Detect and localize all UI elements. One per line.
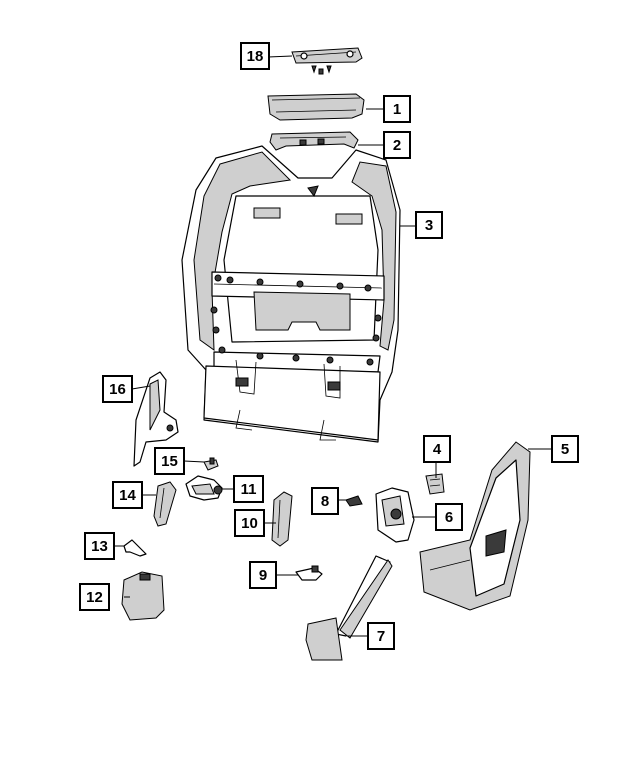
callout-8-label: 8 bbox=[321, 493, 329, 510]
callout-5-label: 5 bbox=[561, 441, 569, 458]
callout-3-label: 3 bbox=[425, 217, 433, 234]
callout-18: 18 bbox=[240, 42, 270, 70]
callout-7: 7 bbox=[367, 622, 395, 650]
part-11-recline-mechanism bbox=[185, 475, 223, 501]
callout-14-label: 14 bbox=[119, 487, 136, 504]
callout-4: 4 bbox=[423, 435, 451, 463]
callout-11: 11 bbox=[233, 475, 264, 503]
callout-15-label: 15 bbox=[161, 453, 178, 470]
part-3-seat-back-panel bbox=[181, 145, 401, 443]
callout-16-label: 16 bbox=[109, 381, 126, 398]
callout-12: 12 bbox=[79, 583, 110, 611]
part-8-clip bbox=[345, 495, 363, 507]
leader-lines bbox=[114, 55, 552, 637]
part-13-small-clip bbox=[123, 539, 147, 557]
part-5-side-shield bbox=[419, 441, 531, 611]
callout-6-label: 6 bbox=[445, 509, 453, 526]
callout-1-label: 1 bbox=[393, 101, 401, 118]
part-6-recliner-bracket bbox=[375, 487, 415, 543]
callout-10: 10 bbox=[234, 509, 265, 537]
part-12-lower-cover bbox=[121, 571, 165, 621]
callout-2-label: 2 bbox=[393, 137, 401, 154]
part-10-handle bbox=[271, 491, 293, 547]
callout-5: 5 bbox=[551, 435, 579, 463]
callout-8: 8 bbox=[311, 487, 339, 515]
callout-4-label: 4 bbox=[433, 441, 442, 458]
part-9-clip bbox=[295, 565, 323, 581]
callout-9: 9 bbox=[249, 561, 277, 589]
callout-9-label: 9 bbox=[259, 567, 267, 584]
callout-3: 3 bbox=[415, 211, 443, 239]
part-7-lower-trim bbox=[305, 555, 393, 661]
callout-12-label: 12 bbox=[86, 589, 103, 606]
callout-13: 13 bbox=[84, 532, 115, 560]
callout-13-label: 13 bbox=[91, 538, 108, 555]
callout-15: 15 bbox=[154, 447, 185, 475]
part-16-side-bracket bbox=[133, 371, 179, 467]
callout-11-label: 11 bbox=[241, 481, 257, 498]
callout-2: 2 bbox=[383, 131, 411, 159]
part-15-clip bbox=[203, 457, 219, 471]
callout-6: 6 bbox=[435, 503, 463, 531]
callout-10-label: 10 bbox=[241, 515, 258, 532]
callout-14: 14 bbox=[112, 481, 143, 509]
callout-7-label: 7 bbox=[377, 628, 385, 645]
part-18-headrest-guide bbox=[291, 47, 363, 75]
callout-1: 1 bbox=[383, 95, 411, 123]
part-2-upper-bracket bbox=[269, 131, 359, 151]
part-14-trim-strip bbox=[153, 481, 177, 527]
callout-18-label: 18 bbox=[247, 48, 264, 65]
part-1-top-trim bbox=[267, 93, 365, 121]
part-4-insert bbox=[425, 473, 445, 495]
callout-16: 16 bbox=[102, 375, 133, 403]
